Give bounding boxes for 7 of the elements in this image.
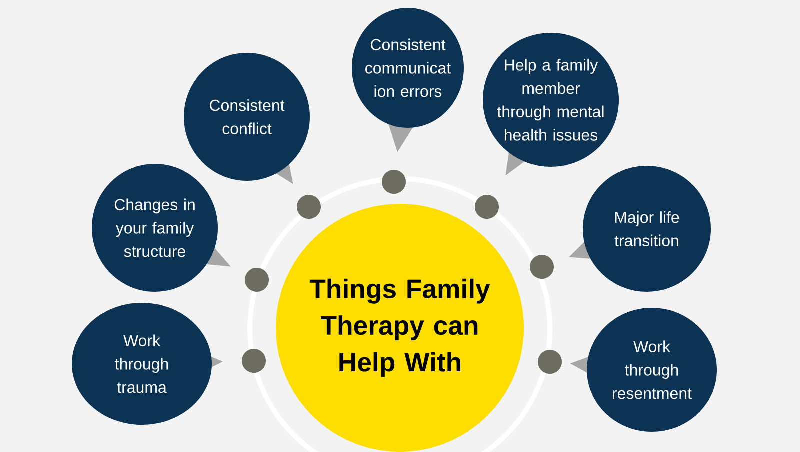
speech-bubble: Major life transition	[569, 166, 711, 292]
speech-bubble: Consistent conflict	[184, 53, 310, 184]
speech-bubble: Work through trauma	[72, 303, 223, 425]
speech-bubble: Changes in your family structure	[92, 164, 231, 292]
speech-bubble: Help a family member through mental health issues	[483, 33, 619, 176]
speech-bubble: Work through resentment	[570, 308, 717, 432]
speech-bubble: Consistent communicat ion errors	[352, 8, 464, 152]
